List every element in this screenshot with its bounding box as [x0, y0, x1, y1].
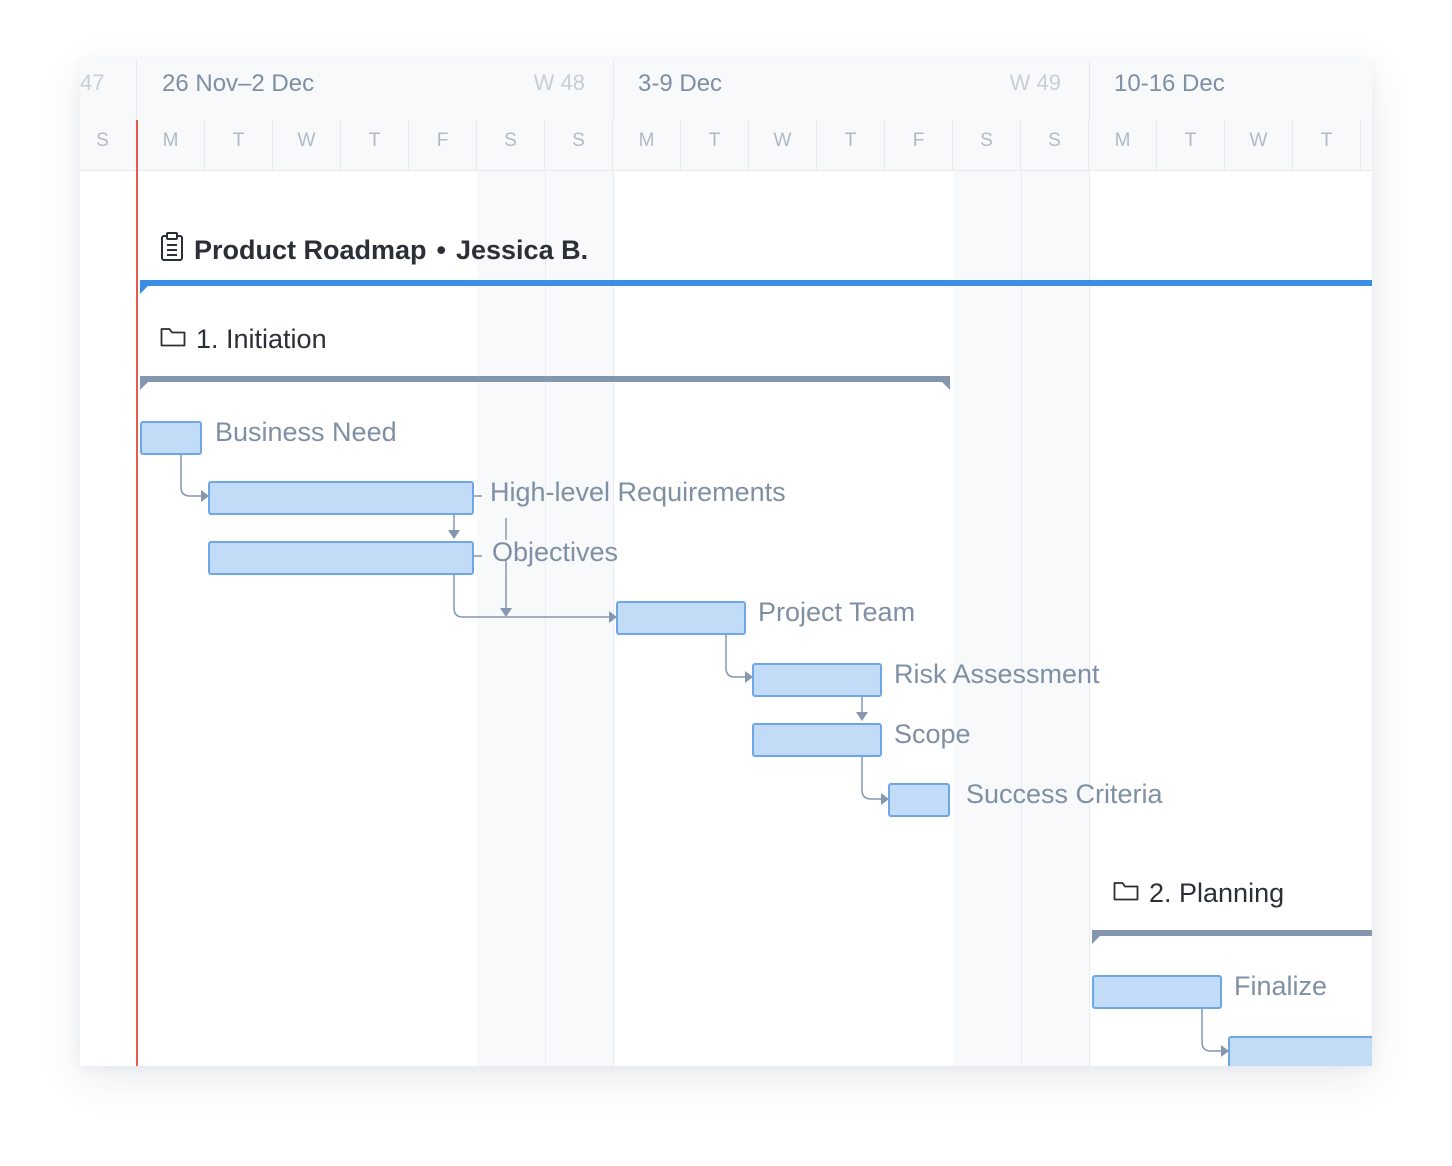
dependency-link — [1201, 1009, 1221, 1052]
project-summary-bar[interactable] — [140, 280, 1372, 294]
folder-icon — [160, 324, 186, 355]
project-name: Product Roadmap — [194, 235, 427, 265]
task-bar[interactable] — [616, 601, 746, 635]
task-label: Business Need — [215, 417, 397, 447]
gantt-chart: 47 26 Nov–2 Dec W 48 3-9 Dec W 49 10-16 … — [80, 60, 1372, 1066]
group-name: 2. Planning — [1149, 878, 1285, 908]
task-label: High-level Requirements — [490, 477, 786, 507]
dependency-link — [861, 757, 881, 800]
week-column-49: 3-9 Dec W 49 — [613, 60, 1090, 120]
week-number: 47 — [80, 70, 105, 95]
task-label: Scope — [894, 719, 971, 749]
project-title: Product Roadmap • Jessica B. — [160, 232, 588, 269]
group-name: 1. Initiation — [196, 324, 327, 354]
week-divider — [545, 171, 546, 1066]
day-cell: S — [1021, 120, 1089, 170]
task-label: Risk Assessment — [894, 659, 1100, 689]
day-header: S M T W T F S S M T W T F S S M T W T — [80, 120, 1372, 171]
week-divider — [1021, 171, 1022, 1066]
group-summary-bar[interactable] — [1092, 930, 1372, 944]
week-column-50: 10-16 Dec — [1089, 60, 1372, 120]
task-label: Project Team — [758, 597, 916, 627]
project-owner: Jessica B. — [455, 235, 589, 265]
day-cell: F — [409, 120, 477, 170]
day-cell: M — [1089, 120, 1157, 170]
task-bar[interactable] — [208, 541, 474, 575]
day-cell: S — [477, 120, 545, 170]
task-bar[interactable] — [752, 723, 882, 757]
task-label: Success Criteria — [966, 779, 1163, 809]
day-cell: S — [953, 120, 1021, 170]
group-summary-bar[interactable] — [140, 376, 950, 390]
week-column-47: 47 — [80, 60, 137, 120]
week-divider — [1089, 171, 1090, 1066]
task-bar[interactable] — [208, 481, 474, 515]
dependency-link — [725, 635, 745, 678]
task-bar[interactable] — [752, 663, 882, 697]
day-cell: T — [341, 120, 409, 170]
task-bar[interactable] — [888, 783, 950, 817]
week-range: 26 Nov–2 Dec — [162, 70, 315, 97]
task-bar[interactable] — [140, 421, 202, 455]
day-cell: T — [205, 120, 273, 170]
dependency-link — [453, 575, 609, 618]
gantt-graphics — [140, 280, 1372, 1057]
day-cell: T — [1293, 120, 1361, 170]
folder-icon — [1113, 878, 1139, 909]
day-cell: M — [613, 120, 681, 170]
day-cell: S — [545, 120, 613, 170]
day-cell: M — [137, 120, 205, 170]
week-range: 3-9 Dec — [638, 70, 723, 97]
day-cell: W — [1225, 120, 1293, 170]
day-cell: W — [749, 120, 817, 170]
group-title-initiation: 1. Initiation — [160, 324, 327, 355]
today-marker — [136, 120, 138, 1066]
day-cell: W — [273, 120, 341, 170]
week-number: W 49 — [1009, 70, 1061, 95]
week-number: W 48 — [533, 70, 585, 95]
task-label: Finalize — [1234, 971, 1328, 1001]
week-header: 47 26 Nov–2 Dec W 48 3-9 Dec W 49 10-16 … — [80, 60, 1372, 121]
task-label: Objectives — [492, 537, 619, 567]
clipboard-icon — [160, 232, 184, 269]
title-separator: • — [436, 235, 446, 265]
day-cell: T — [681, 120, 749, 170]
group-title-planning: 2. Planning — [1113, 878, 1284, 909]
week-column-48: 26 Nov–2 Dec W 48 — [137, 60, 614, 120]
day-cell: T — [817, 120, 885, 170]
task-bar[interactable] — [1228, 1036, 1372, 1066]
task-bar[interactable] — [1092, 975, 1222, 1009]
dependency-link — [180, 455, 201, 497]
week-range: 10-16 Dec — [1114, 70, 1225, 97]
day-cell: F — [885, 120, 953, 170]
day-cell: T — [1157, 120, 1225, 170]
